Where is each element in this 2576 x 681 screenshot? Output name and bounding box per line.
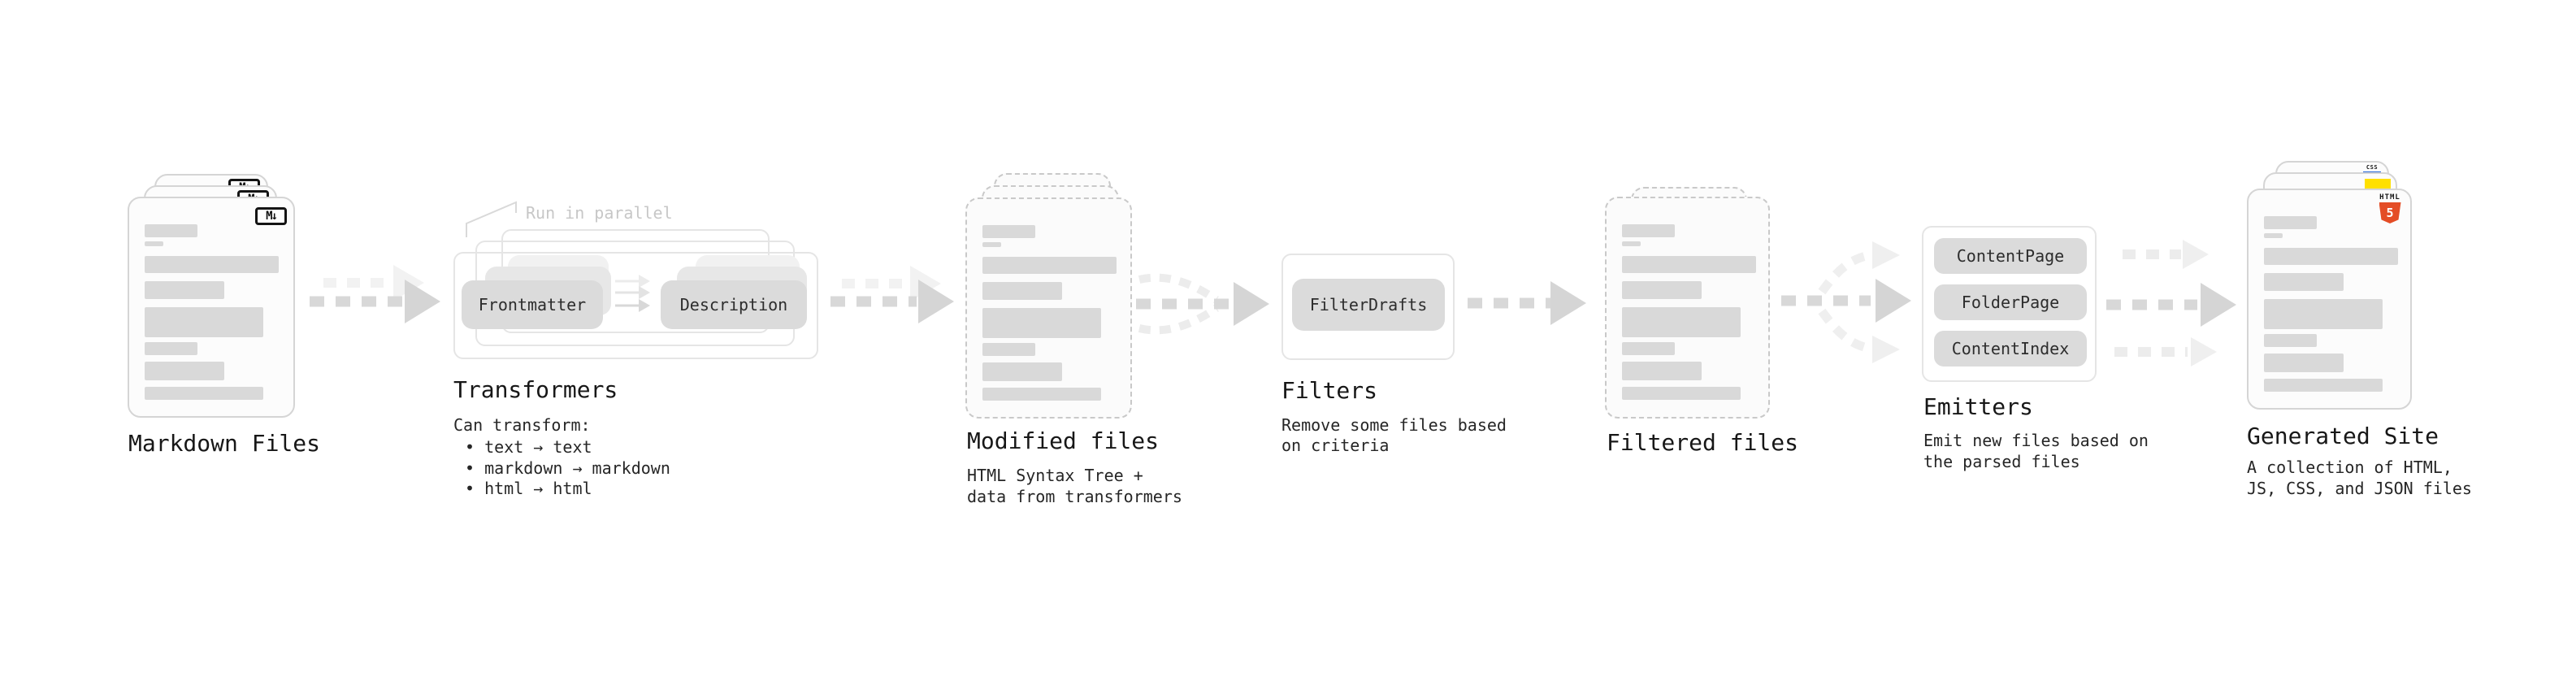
filterdrafts-chip-label: FilterDrafts — [1309, 295, 1428, 314]
doc-text-line — [982, 257, 1117, 274]
filters-subtitle: on criteria — [1281, 436, 1390, 455]
doc-text-line — [2264, 233, 2283, 238]
filters-subtitle: Remove some files based — [1281, 415, 1507, 435]
generated-site-label: Generated Site — [2247, 423, 2439, 449]
frontmatter-chip-label: Frontmatter — [478, 295, 587, 314]
doc-text-line — [2264, 273, 2344, 291]
contentindex-chip: ContentIndex — [1934, 331, 2087, 367]
doc-text-line — [1622, 342, 1675, 355]
css-wordmark: CSS — [2366, 164, 2379, 171]
arrow-filters-to-filtered — [1468, 281, 1586, 325]
modified-file-card-front — [965, 197, 1132, 419]
transformers-bullet: • html → html — [465, 479, 592, 498]
transformers-subtitle: Can transform: — [453, 415, 591, 435]
doc-text-line — [2264, 216, 2317, 229]
transformers-bullet: • markdown → markdown — [465, 458, 670, 478]
doc-text-line — [1622, 224, 1675, 237]
filtered-files-label: Filtered files — [1607, 429, 1799, 456]
parallel-arrows-icon — [615, 275, 650, 312]
doc-text-line — [1622, 307, 1741, 337]
transformer-box-front — [453, 252, 818, 359]
contentindex-chip-label: ContentIndex — [1951, 339, 2070, 358]
doc-text-line — [1622, 362, 1702, 380]
doc-text-line — [145, 342, 197, 355]
generated-site-subtitle: JS, CSS, and JSON files — [2247, 479, 2472, 498]
callout-line — [466, 201, 517, 237]
html5-icon: HTML 5 — [2376, 193, 2404, 223]
doc-text-line — [145, 224, 197, 237]
doc-text-line — [982, 343, 1035, 356]
doc-text-line — [1622, 387, 1741, 400]
doc-text-line — [982, 282, 1062, 300]
filtered-file-card-front — [1605, 197, 1770, 419]
doc-text-line — [982, 388, 1101, 401]
arrow-modified-to-filters — [1136, 273, 1269, 335]
doc-text-line — [2264, 299, 2383, 329]
html5-numeral: 5 — [2386, 206, 2394, 220]
doc-text-line — [2264, 354, 2344, 372]
doc-text-line — [982, 362, 1062, 381]
doc-text-line — [145, 307, 263, 337]
modified-files-subtitle: HTML Syntax Tree + — [967, 466, 1143, 485]
folderpage-chip-label: FolderPage — [1961, 293, 2060, 312]
doc-text-line — [145, 387, 263, 400]
doc-text-line — [145, 281, 224, 299]
emitters-subtitle: the parsed files — [1923, 452, 2080, 471]
modified-files-label: Modified files — [967, 427, 1160, 454]
doc-text-line — [982, 308, 1101, 338]
folderpage-chip: FolderPage — [1934, 284, 2087, 320]
doc-text-line — [1622, 241, 1641, 246]
contentpage-chip-label: ContentPage — [1956, 246, 2065, 266]
run-in-parallel-label: Run in parallel — [526, 203, 673, 223]
doc-text-line — [145, 241, 163, 246]
doc-text-line — [145, 256, 279, 273]
doc-text-line — [145, 362, 224, 380]
markdown-icon: M↓ — [255, 207, 287, 225]
frontmatter-chip: Frontmatter — [462, 280, 603, 329]
generated-html-card: HTML 5 — [2247, 189, 2412, 410]
arrow-filtered-to-emitters — [1781, 241, 1911, 363]
html5-shield: 5 — [2379, 202, 2401, 223]
doc-text-line — [2264, 248, 2398, 265]
doc-text-line — [982, 242, 1001, 247]
doc-text-line — [982, 225, 1035, 238]
doc-text-line — [2264, 334, 2317, 347]
transformers-bullet: • text → text — [465, 437, 592, 457]
arrow-transformers-to-modified — [830, 266, 954, 323]
filters-label: Filters — [1281, 377, 1378, 404]
contentpage-chip: ContentPage — [1934, 238, 2087, 274]
markdown-files-label: Markdown Files — [128, 430, 321, 457]
doc-text-line — [1622, 256, 1756, 273]
doc-text-line — [1622, 281, 1702, 299]
js-icon — [2365, 179, 2391, 190]
doc-text-line — [2264, 379, 2383, 392]
filterdrafts-chip: FilterDrafts — [1292, 279, 1445, 331]
generated-site-subtitle: A collection of HTML, — [2247, 458, 2452, 477]
markdown-glyph: M↓ — [266, 210, 278, 223]
description-chip: Description — [661, 280, 807, 329]
arrow-emitters-to-generated — [2106, 240, 2236, 367]
transformers-label: Transformers — [453, 376, 618, 403]
arrow-markdown-to-transformers — [310, 265, 440, 323]
modified-files-subtitle: data from transformers — [967, 487, 1182, 506]
emitters-label: Emitters — [1923, 393, 2033, 420]
emitters-subtitle: Emit new files based on — [1923, 431, 2149, 450]
description-chip-label: Description — [679, 295, 788, 314]
html5-wordmark: HTML — [2379, 193, 2400, 202]
markdown-file-card-front: M↓ — [128, 197, 295, 418]
